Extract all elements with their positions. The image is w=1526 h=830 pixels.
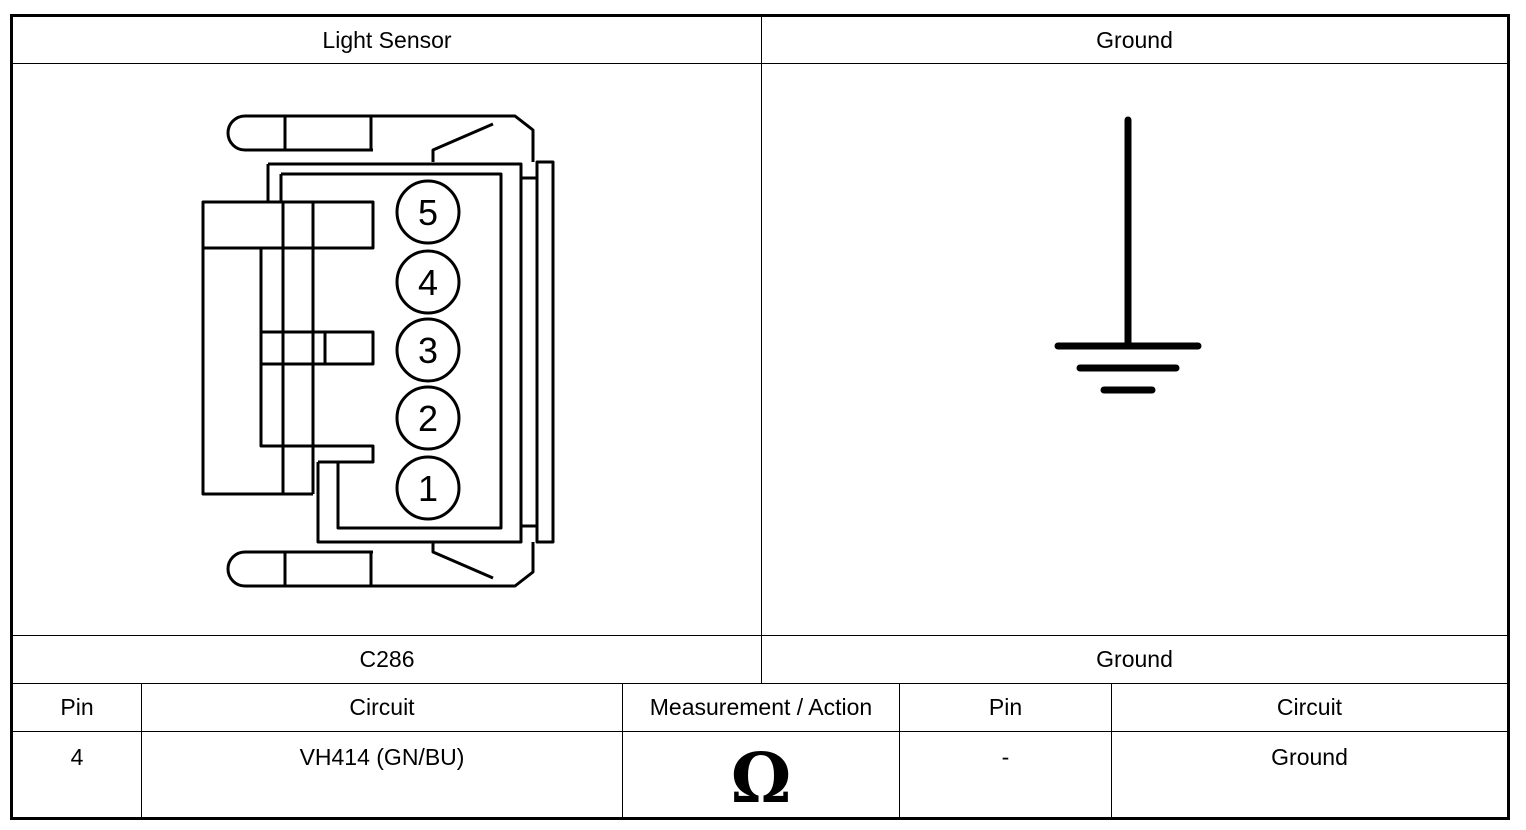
rule-col4	[1111, 684, 1112, 820]
table-header-pin: Pin	[60, 694, 94, 720]
table-header-pin-2: Pin	[988, 694, 1023, 720]
ground-drawing	[762, 64, 1507, 635]
ground-title: Ground	[1096, 26, 1173, 53]
rule-col1	[141, 684, 142, 820]
pin-label-5: 5	[418, 192, 438, 233]
pin-label-1: 1	[418, 468, 438, 509]
connector-name: C286	[359, 646, 415, 672]
ground-symbol-icon	[1054, 116, 1202, 394]
connector-drawing: 5 4 3 2 1	[13, 64, 761, 635]
ground-name: Ground	[1096, 646, 1173, 672]
row-pin: 4	[70, 744, 84, 770]
diagram-frame: Light Sensor Ground	[10, 14, 1510, 820]
row-pin-2: -	[1001, 744, 1010, 770]
pin-label-4: 4	[418, 262, 438, 303]
rule-col3	[899, 684, 900, 820]
row-circuit: VH414 (GN/BU)	[299, 744, 465, 770]
light-sensor-title: Light Sensor	[322, 26, 452, 53]
rule-table-header	[13, 731, 1507, 732]
rule-header	[13, 63, 1507, 64]
connector-c286-icon: 5 4 3 2 1	[201, 114, 555, 588]
rule-col2	[622, 684, 623, 820]
rule-center	[761, 17, 762, 684]
table-header-measurement: Measurement / Action	[649, 694, 873, 720]
table-header-circuit-2: Circuit	[1276, 694, 1343, 720]
pin-label-2: 2	[418, 398, 438, 439]
rule-names	[13, 683, 1507, 684]
table-header-circuit: Circuit	[349, 694, 415, 720]
pin-label-3: 3	[418, 330, 438, 371]
rule-images	[13, 635, 1507, 636]
ohm-icon: Ω	[730, 739, 792, 819]
row-circuit-2: Ground	[1271, 744, 1348, 770]
